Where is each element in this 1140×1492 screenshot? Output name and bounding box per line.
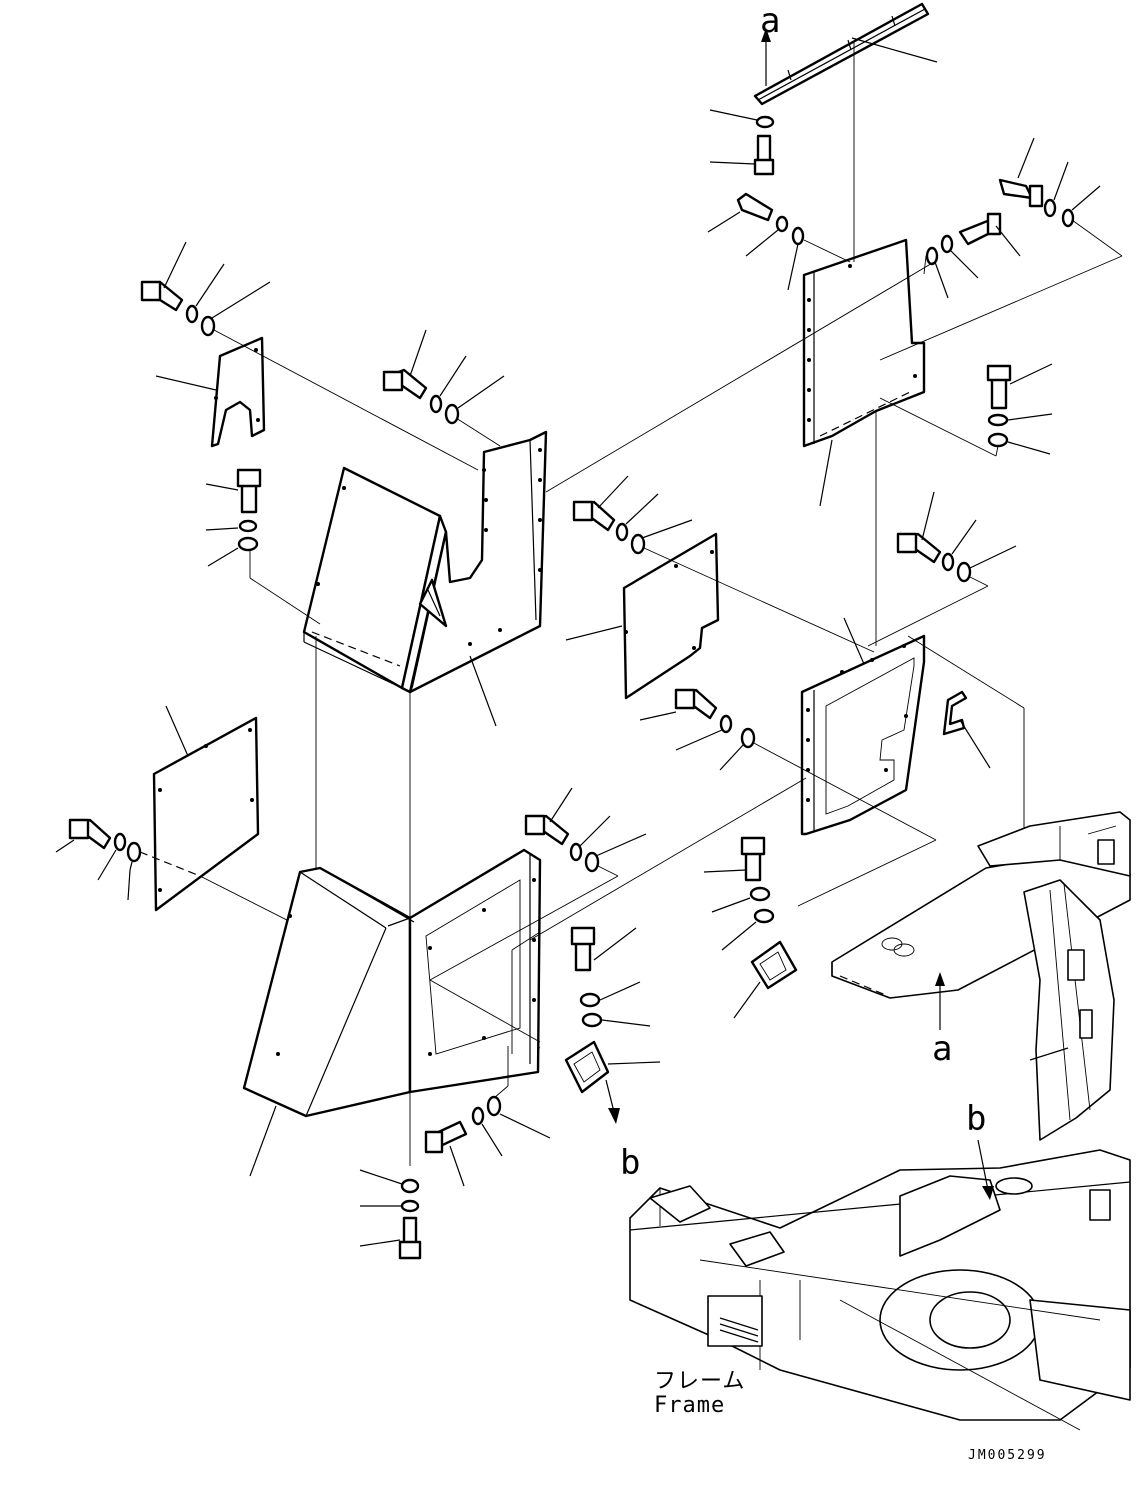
lower-bottom-bolt-stack [359,1169,422,1260]
arrow-b-bottom [977,1139,994,1200]
left-bracket-b [564,926,661,1124]
callout-b-left: b [620,1143,641,1183]
machine-frame [629,811,1131,1431]
upper-center-housing [302,261,935,727]
upper-center-housing-bolts [205,329,505,625]
center-cover-plate [565,532,720,700]
frame-grille [719,1317,759,1343]
callout-a-top: a [760,1,781,41]
window-panel-clip [942,690,991,769]
arrow-a-top [761,28,771,86]
left-flat-plate [152,705,260,912]
top-mounting-rail [753,2,938,106]
upper-left-plate-bolts [140,241,479,471]
frame-label-english: Frame [654,1393,726,1418]
frame-label-japanese: フレーム [654,1369,746,1394]
callout-a-bottom: a [932,1029,953,1069]
arrow-a-bottom [935,972,945,1030]
drawing-code: JM005299 [968,1448,1047,1463]
upper-left-small-plate [155,336,266,448]
callout-b-right: b [966,1099,987,1139]
middle-right-window-panel [800,410,1025,880]
upper-right-side-panel [802,42,926,507]
lower-center-box-bolts [424,777,807,1187]
rail-bolt-set [709,109,775,176]
center-plate-bolts [572,475,875,653]
right-bracket-b [703,836,798,1019]
lower-center-box [242,636,542,1177]
middle-right-panel-bolts [639,491,1017,907]
upper-right-panel-bolts [707,137,1123,457]
